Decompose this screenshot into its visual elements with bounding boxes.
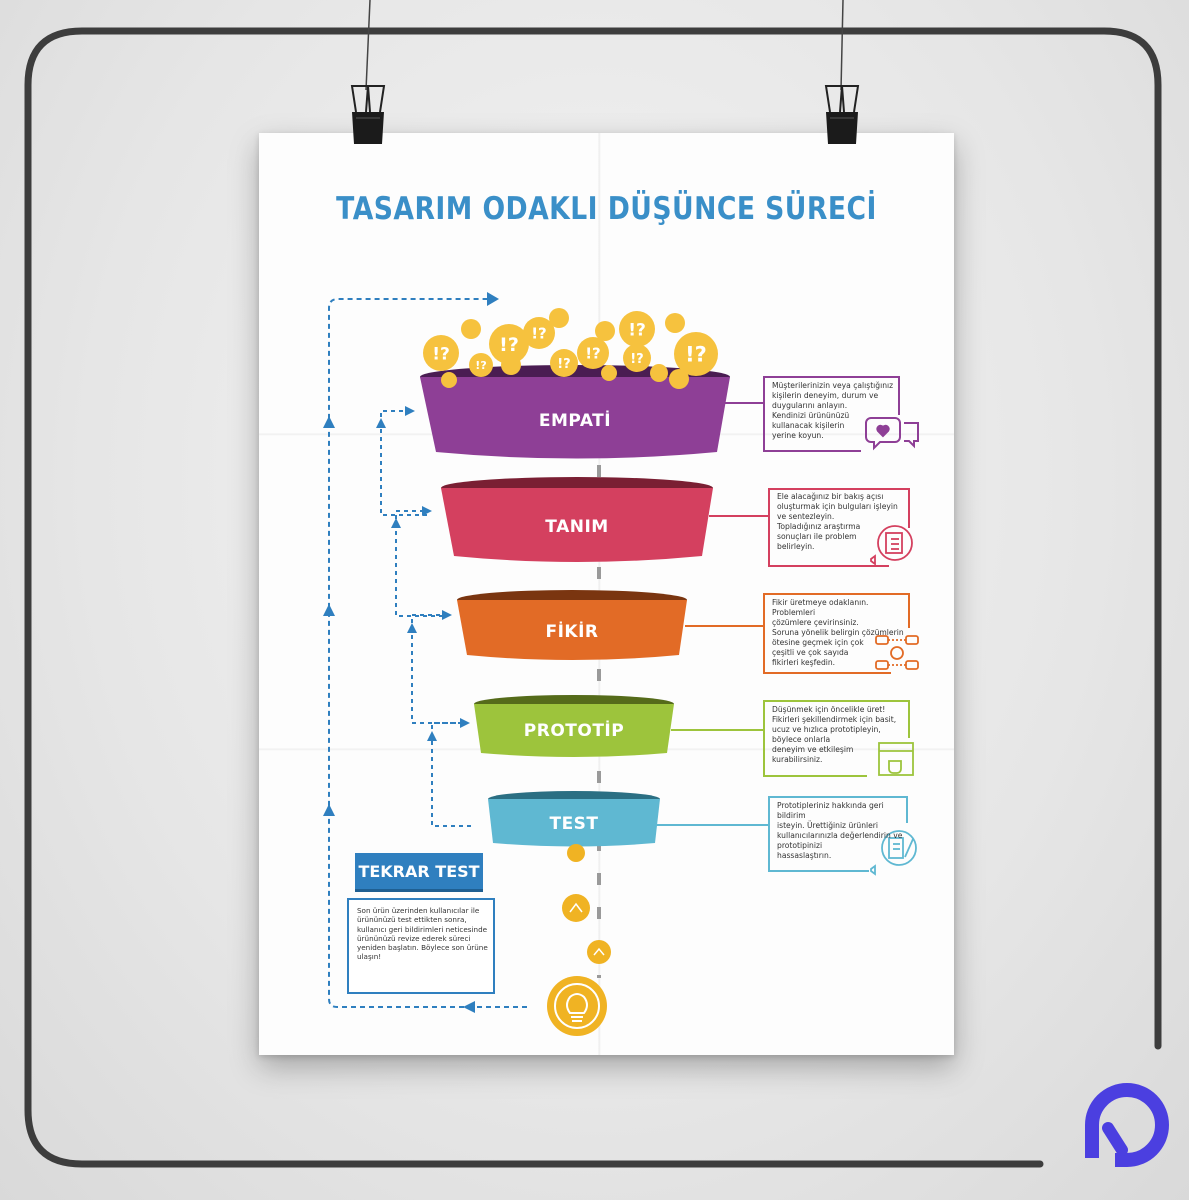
loop-arrowhead-top bbox=[487, 292, 499, 306]
question-bubble bbox=[423, 335, 459, 371]
bulb-icons bbox=[547, 844, 611, 1036]
question-bubble-glyph: !? bbox=[585, 345, 601, 363]
question-bubble-glyph: !? bbox=[499, 334, 519, 356]
feedback-brackets bbox=[380, 410, 471, 827]
stage-fikir-funnel bbox=[457, 590, 687, 660]
question-bubble-glyph: !? bbox=[531, 325, 547, 343]
hanging-string-left bbox=[365, 0, 371, 91]
brand-logo bbox=[1085, 1083, 1169, 1167]
poster: TASARIM ODAKLI DÜŞÜNCE SÜRECİ bbox=[259, 133, 954, 1055]
stage-label-test: TEST bbox=[549, 814, 599, 834]
checklist-icon bbox=[870, 525, 913, 566]
coffee-machine-icon bbox=[878, 742, 914, 776]
question-bubble bbox=[669, 369, 689, 389]
question-bubble bbox=[461, 319, 481, 339]
stage-label-empati: EMPATİ bbox=[538, 411, 612, 431]
stage-label-fikir: FİKİR bbox=[545, 622, 599, 642]
retest-title: TEKRAR TEST bbox=[355, 853, 483, 889]
binder-clip-left bbox=[350, 85, 386, 144]
clipboard-pen-icon bbox=[870, 830, 917, 876]
question-bubble bbox=[601, 365, 617, 381]
hanging-string-right bbox=[840, 0, 844, 91]
question-bubble bbox=[623, 344, 651, 372]
stage-description-prototip: Düşünmek için öncelikle üret! Fikirleri … bbox=[772, 705, 897, 764]
stage-description-empati: Müşterilerinizin veya çalıştığınız kişil… bbox=[772, 381, 894, 440]
stage-empati-funnel bbox=[420, 365, 730, 459]
small-bulb-icon-2 bbox=[562, 894, 590, 922]
question-bubbles: !?!?!?!?!?!?!?!?!? bbox=[423, 308, 718, 389]
retest-description: Son ürün üzerinden kullanıcılar ile ürün… bbox=[357, 906, 488, 962]
stage-prototip-funnel bbox=[474, 695, 674, 757]
loop-arrowhead-up-3 bbox=[323, 804, 335, 816]
loop-arrowhead-up-2 bbox=[323, 604, 335, 616]
process-diagram: !?!?!?!?!?!?!?!?!? bbox=[323, 292, 919, 1036]
stage-tanim-funnel bbox=[441, 477, 713, 562]
question-bubble bbox=[523, 317, 555, 349]
question-bubble-glyph: !? bbox=[685, 343, 707, 367]
question-bubble bbox=[674, 332, 718, 376]
stage-label-tanim: TANIM bbox=[545, 517, 609, 537]
chat-heart-icon bbox=[865, 417, 919, 451]
question-bubble-glyph: !? bbox=[628, 320, 646, 340]
question-bubble bbox=[549, 308, 569, 328]
retest-box: Son ürün üzerinden kullanıcılar ile ürün… bbox=[347, 898, 495, 994]
binder-clip-right bbox=[824, 85, 860, 144]
stage-test-funnel bbox=[488, 791, 660, 847]
question-bubble bbox=[469, 353, 493, 377]
question-bubble-glyph: !? bbox=[475, 359, 486, 372]
stage-label-prototip: PROTOTİP bbox=[523, 721, 625, 741]
question-bubble-glyph: !? bbox=[432, 344, 450, 364]
stage-description-test: Prototipleriniz hakkında geri bildirim i… bbox=[777, 801, 903, 860]
question-bubble bbox=[577, 337, 609, 369]
poster-title: TASARIM ODAKLI DÜŞÜNCE SÜRECİ bbox=[336, 191, 877, 227]
question-bubble bbox=[489, 324, 529, 364]
question-bubble bbox=[665, 313, 685, 333]
small-bulb-icon-1 bbox=[567, 844, 585, 862]
question-bubble bbox=[550, 349, 578, 377]
question-bubble-glyph: !? bbox=[630, 352, 643, 367]
description-connectors bbox=[657, 376, 910, 872]
question-bubble bbox=[501, 355, 521, 375]
idea-network-icon bbox=[875, 635, 919, 670]
question-bubble bbox=[650, 364, 668, 382]
loop-arrowhead-up-1 bbox=[323, 416, 335, 428]
loop-arrowhead-bottom bbox=[463, 1001, 475, 1013]
small-bulb-icon-3 bbox=[587, 940, 611, 964]
stage-description-fikir: Fikir üretmeye odaklanın. Problemleri çö… bbox=[772, 598, 904, 667]
question-bubble bbox=[441, 372, 457, 388]
rounded-frame-border bbox=[24, 27, 1162, 1168]
question-bubble bbox=[619, 311, 655, 347]
retest-loop-arrow bbox=[328, 298, 527, 1008]
stage-description-tanim: Ele alacağınız bir bakış açısı oluşturma… bbox=[777, 492, 898, 551]
feedback-arrowheads bbox=[376, 406, 470, 741]
question-bubble-glyph: !? bbox=[557, 357, 570, 372]
question-bubble bbox=[595, 321, 615, 341]
